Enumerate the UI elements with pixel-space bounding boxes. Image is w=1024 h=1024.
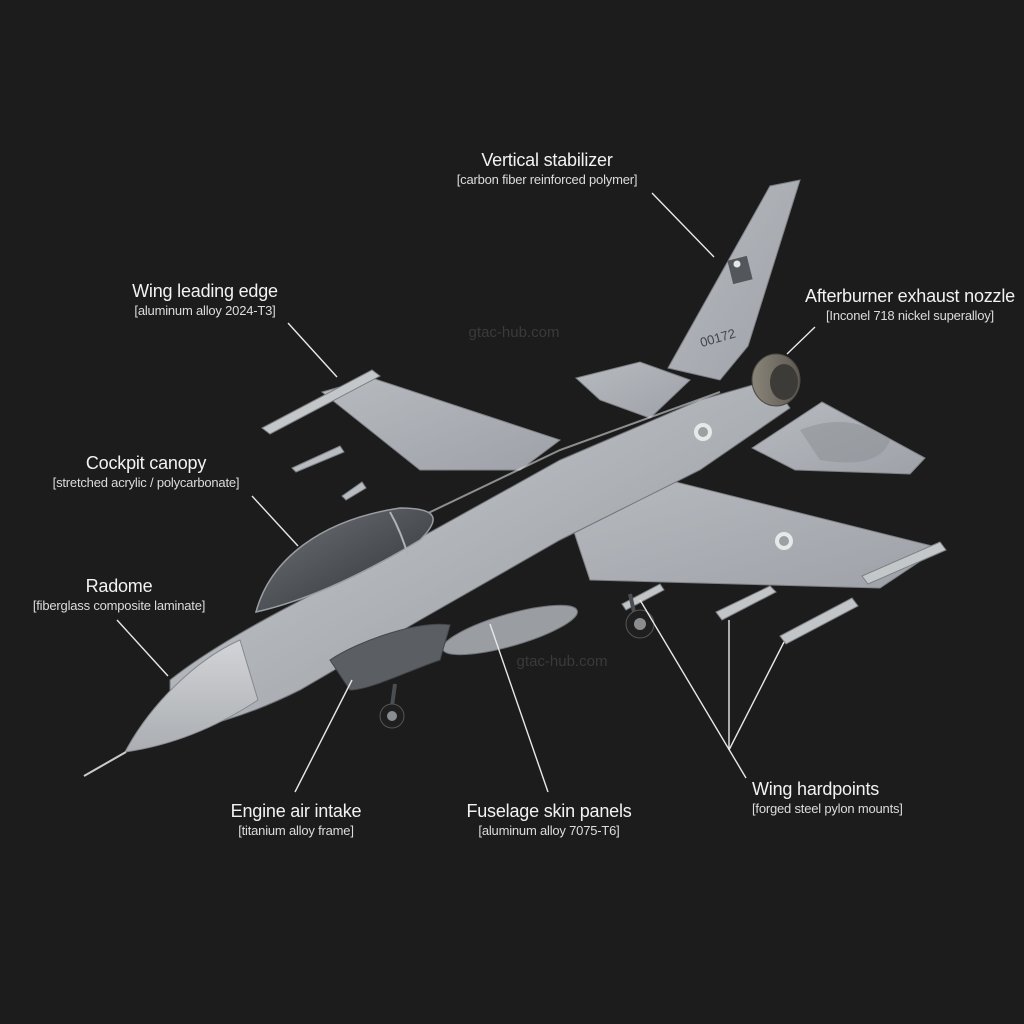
callout-title: Vertical stabilizer bbox=[481, 150, 613, 170]
nose-radome bbox=[83, 639, 259, 777]
callout-material: [aluminum alloy 2024-T3] bbox=[134, 303, 276, 318]
pylon-store-1 bbox=[715, 585, 777, 621]
engine-intake bbox=[329, 623, 451, 691]
callout-wing-leading-edge: Wing leading edge [aluminum alloy 2024-T… bbox=[132, 280, 278, 319]
callout-fuselage-skin-panels: Fuselage skin panels [aluminum alloy 707… bbox=[466, 800, 631, 839]
callout-material: [titanium alloy frame] bbox=[238, 823, 354, 838]
watermark-top: gtac-hub.com bbox=[468, 324, 560, 341]
callout-title: Afterburner exhaust nozzle bbox=[805, 286, 1015, 306]
left-horizontal-stabilizer bbox=[574, 361, 691, 419]
left-wingtip-missile bbox=[261, 369, 381, 435]
callout-title: Cockpit canopy bbox=[85, 453, 207, 473]
callout-title: Radome bbox=[85, 576, 153, 596]
cockpit-canopy-shape bbox=[254, 507, 434, 614]
left-wing bbox=[320, 377, 562, 471]
watermark-bottom: gtac-hub.com bbox=[516, 653, 608, 670]
callout-material: [forged steel pylon mounts] bbox=[752, 801, 903, 816]
callout-engine-air-intake: Engine air intake [titanium alloy frame] bbox=[231, 800, 362, 839]
callout-cockpit-canopy: Cockpit canopy [stretched acrylic / poly… bbox=[53, 452, 240, 491]
callout-title: Fuselage skin panels bbox=[466, 801, 632, 821]
callout-vertical-stabilizer: Vertical stabilizer [carbon fiber reinfo… bbox=[457, 149, 638, 188]
callout-material: [carbon fiber reinforced polymer] bbox=[456, 172, 638, 187]
callout-afterburner-exhaust-nozzle: Afterburner exhaust nozzle [Inconel 718 … bbox=[805, 285, 1015, 324]
callout-radome: Radome [fiberglass composite laminate] bbox=[33, 575, 205, 614]
pylon-store-3 bbox=[621, 583, 665, 611]
callout-title: Wing hardpoints bbox=[752, 779, 880, 799]
callout-wing-hardpoints: Wing hardpoints [forged steel pylon moun… bbox=[752, 778, 903, 817]
callout-material: [stretched acrylic / polycarbonate] bbox=[52, 475, 240, 490]
pylon-store-2 bbox=[779, 597, 859, 645]
callout-material: [aluminum alloy 7075-T6] bbox=[478, 823, 620, 838]
callout-title: Wing leading edge bbox=[132, 281, 278, 301]
nose-landing-gear bbox=[379, 683, 405, 729]
callout-title: Engine air intake bbox=[230, 801, 362, 821]
right-wingtip-missile bbox=[861, 541, 947, 585]
callout-material: [Inconel 718 nickel superalloy] bbox=[826, 308, 994, 323]
callout-material: [fiberglass composite laminate] bbox=[32, 598, 206, 613]
